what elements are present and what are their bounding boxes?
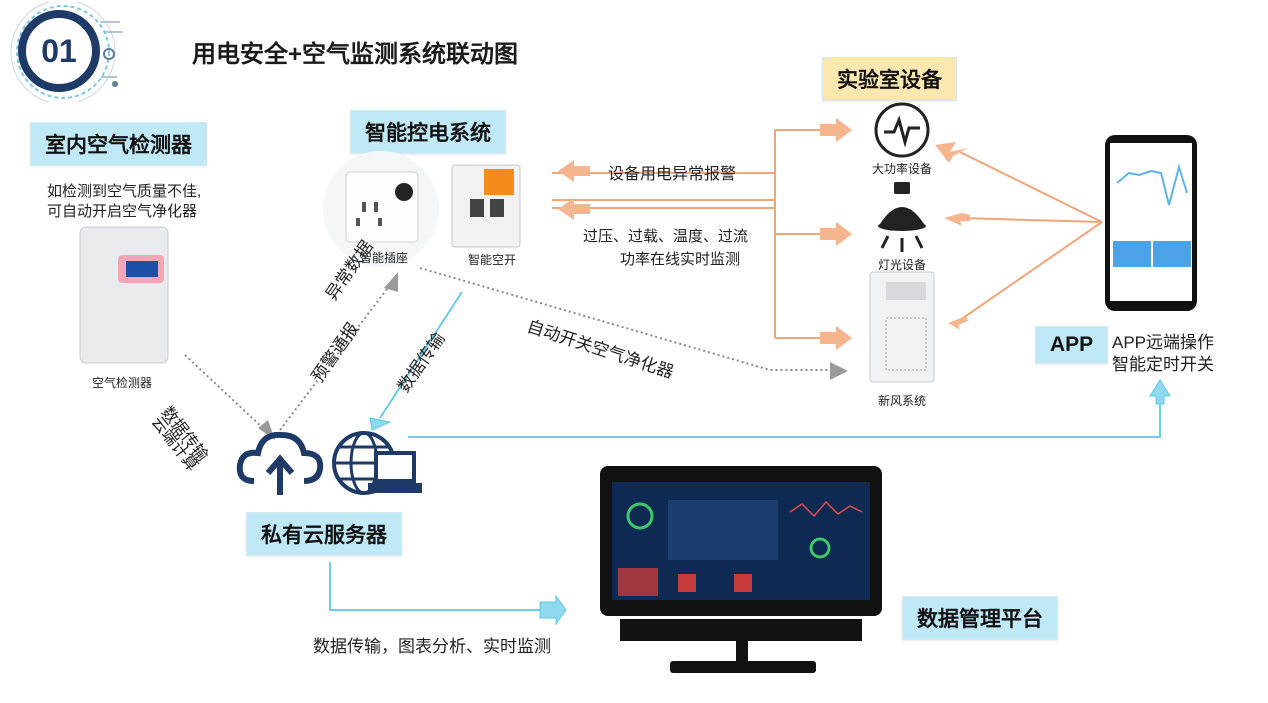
cloud-server-label: 私有云服务器 — [246, 512, 402, 556]
high-power-caption: 大功率设备 — [872, 160, 932, 177]
monitor-text-1: 过压、过载、温度、过流 — [583, 225, 748, 246]
fresh-air-unit-image — [866, 270, 938, 384]
air-detector-label: 室内空气检测器 — [30, 122, 207, 166]
smart-breaker-image — [450, 163, 522, 249]
phone-app-image — [1103, 133, 1199, 313]
lab-equipment-label: 实验室设备 — [822, 57, 957, 101]
high-power-icon — [872, 102, 932, 158]
smart-power-label: 智能控电系统 — [350, 110, 506, 154]
cloud-server-icons — [236, 425, 426, 500]
air-detector-desc-1: 如检测到空气质量不佳, — [47, 180, 201, 201]
smart-breaker-caption: 智能空开 — [468, 251, 516, 268]
lighting-icon — [866, 180, 938, 256]
cloud-bottom-text: 数据传输，图表分析、实时监测 — [313, 632, 551, 657]
monitor-text-2: 功率在线实时监测 — [620, 248, 740, 269]
fresh-air-caption: 新风系统 — [878, 392, 926, 409]
data-platform-label: 数据管理平台 — [902, 596, 1058, 640]
air-detector-desc-2: 可自动开启空气净化器 — [47, 200, 197, 221]
data-platform-monitor — [598, 464, 884, 674]
app-label: APP — [1035, 326, 1108, 364]
air-detector-device — [78, 225, 170, 365]
air-detector-caption: 空气检测器 — [92, 374, 152, 391]
app-desc-2: 智能定时开关 — [1112, 350, 1214, 375]
alarm-text: 设备用电异常报警 — [608, 160, 736, 184]
